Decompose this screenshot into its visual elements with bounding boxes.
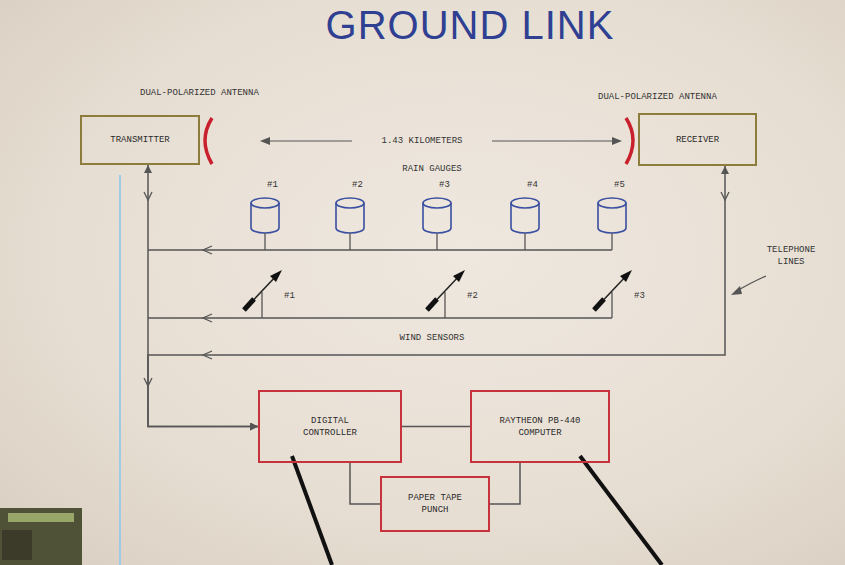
diagram-label: #2: [467, 290, 478, 302]
photo-fragment: [8, 513, 74, 522]
box-label: TRANSMITTER: [110, 134, 169, 146]
diagram-label: RAIN GAUGES: [402, 163, 461, 175]
antenna-symbol: [205, 118, 212, 164]
rain-gauge-symbol: [336, 198, 364, 208]
photo-fragment: [0, 508, 82, 565]
diagram-label: 1.43 KILOMETERS: [381, 135, 462, 147]
dimension-arrowhead: [612, 137, 622, 145]
diagram-label: DUAL-POLARIZED ANTENNA: [598, 91, 717, 103]
wind-sensor-symbol: [594, 274, 628, 310]
diagram-label: WIND SENSORS: [400, 332, 465, 344]
punch-box: PAPER TAPE PUNCH: [380, 476, 490, 532]
diagram-label: DUAL-POLARIZED ANTENNA: [140, 87, 259, 99]
pointer-line: [292, 456, 332, 565]
connector-line: [148, 166, 725, 427]
diagram-label: #5: [614, 179, 625, 191]
diagram-label: #2: [352, 179, 363, 191]
rain-gauge-symbol: [423, 198, 451, 208]
box-label: RAYTHEON PB-440 COMPUTER: [496, 415, 584, 439]
flow-chevron: [203, 314, 212, 322]
wind-sensor-symbol: [427, 274, 461, 310]
gauge-stem: [436, 233, 437, 250]
diagram-label: #3: [634, 290, 645, 302]
wind-sensor-symbol: [620, 270, 632, 282]
wind-sensor-symbol: [453, 270, 465, 282]
diagram-label: #1: [284, 290, 295, 302]
gauge-stem: [611, 233, 612, 250]
diagram-label: #1: [267, 179, 278, 191]
photo-fragment: [2, 530, 32, 560]
box-label: DIGITAL CONTROLLER: [295, 415, 365, 439]
sensor-stem: [611, 292, 612, 318]
wind-sensor-symbol: [270, 270, 282, 282]
wind-sensor-symbol: [427, 299, 437, 310]
leader-arrowhead: [731, 286, 742, 295]
diagram-label: #3: [439, 179, 450, 191]
connector-line: [490, 463, 520, 504]
sensor-stem: [444, 292, 445, 318]
rain-gauge-symbol: [251, 198, 279, 208]
box-label: PAPER TAPE PUNCH: [405, 492, 465, 516]
rain-gauge-symbol: [598, 198, 626, 208]
gauge-stems: [265, 233, 612, 250]
connector-line: [350, 463, 380, 504]
computer-box: RAYTHEON PB-440 COMPUTER: [470, 390, 610, 463]
dimension-line: [492, 140, 620, 141]
wind-sensor-symbol: [244, 274, 278, 310]
gauge-stem: [264, 233, 265, 250]
dimension-line: [262, 140, 352, 141]
diagram-label: TELEPHONE LINES: [760, 244, 822, 268]
wind-sensor-symbol: [594, 299, 604, 310]
gauge-stem: [524, 233, 525, 250]
receiver-box: RECEIVER: [638, 113, 757, 166]
wind-sensor-symbols: [244, 270, 632, 318]
dimension-arrowhead: [260, 137, 270, 145]
wind-bus-line: [148, 317, 612, 319]
rain-gauge-symbols: [251, 198, 626, 233]
diagram-label: #4: [527, 179, 538, 191]
antenna-symbol: [626, 118, 633, 164]
connector-line: [402, 426, 470, 428]
diagram-title: GROUND LINK: [326, 2, 615, 48]
transmitter-box: TRANSMITTER: [80, 115, 200, 165]
flow-chevron: [203, 246, 212, 254]
gauge-stem: [349, 233, 350, 250]
pointer-line: [580, 456, 662, 565]
box-label: RECEIVER: [676, 134, 719, 146]
sensor-stem: [261, 292, 262, 318]
rain-bus-line: [148, 249, 612, 251]
rain-gauge-symbol: [511, 198, 539, 208]
wind-sensor-symbol: [244, 299, 254, 310]
connector-line: [148, 165, 258, 427]
pointer-line: [119, 175, 121, 565]
controller-box: DIGITAL CONTROLLER: [258, 390, 402, 463]
